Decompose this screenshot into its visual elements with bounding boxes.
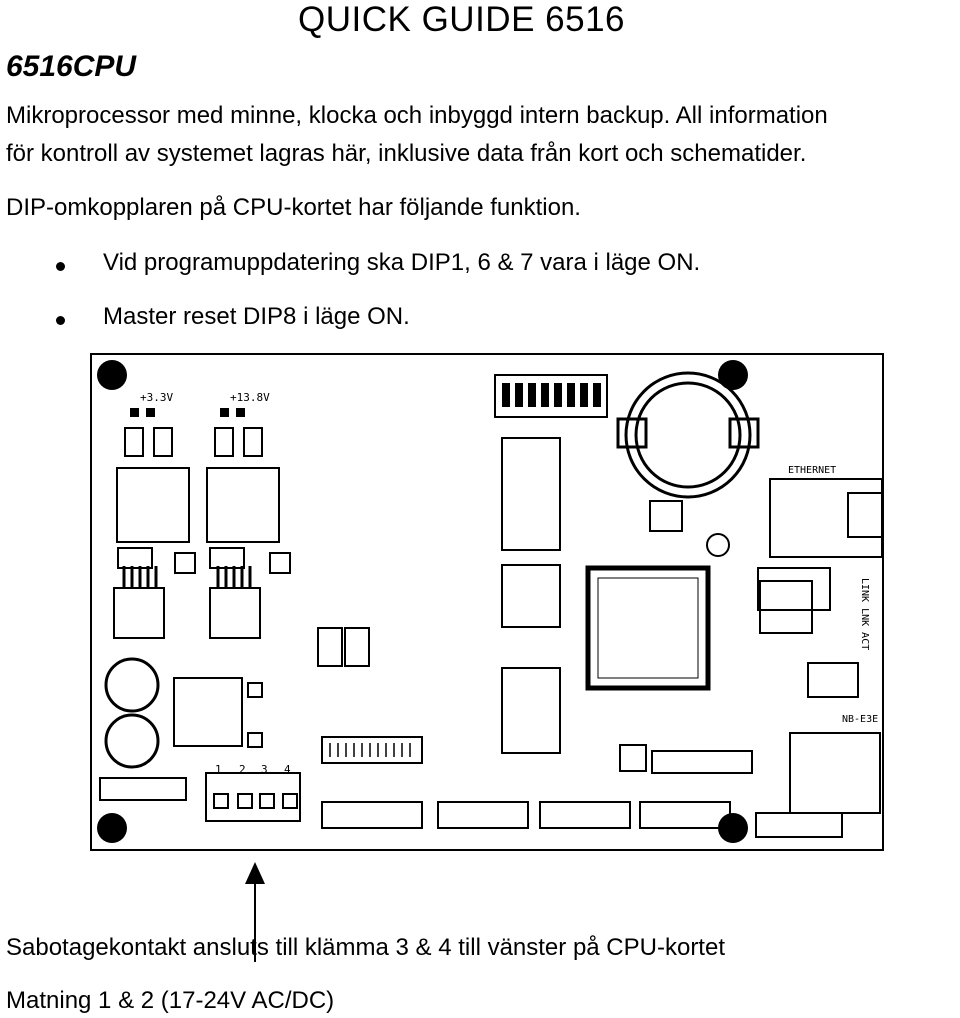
sabotage-note: Sabotagekontakt ansluts till klämma 3 & …	[6, 934, 725, 961]
board-part-number: 0018633-1	[90, 774, 95, 823]
bullet-item-update: Vid programuppdatering ska DIP1, 6 & 7 v…	[103, 249, 701, 276]
label-ethernet: ETHERNET	[788, 465, 836, 476]
label-3v3: +3.3V	[140, 391, 173, 404]
cpu-board-diagram: +3.3V +13.8V	[90, 353, 884, 851]
intro-line-2: för kontroll av systemet lagras här, ink…	[6, 140, 807, 167]
ethernet-connector	[769, 478, 883, 558]
document-subtitle: 6516CPU	[6, 50, 137, 83]
mounting-holes	[97, 360, 748, 843]
terminal-block: 1 2 3 4	[205, 763, 301, 822]
power-note: Matning 1 & 2 (17-24V AC/DC)	[6, 987, 335, 1014]
document-title: QUICK GUIDE 6516	[298, 0, 625, 39]
backup-battery-holder	[616, 371, 760, 499]
bullet-item-reset: Master reset DIP8 i läge ON.	[103, 303, 410, 330]
dip-switch	[494, 374, 608, 418]
label-13v8: +13.8V	[230, 391, 270, 404]
terminal-number: 2	[239, 763, 246, 776]
terminal-number: 1	[215, 763, 222, 776]
board-outline	[90, 353, 884, 851]
bullet-dot	[56, 316, 65, 325]
terminal-number: 4	[284, 763, 291, 776]
label-link-act: LINK LNK ACT	[859, 578, 870, 650]
cpu-chip	[585, 565, 711, 691]
label-nb: NB-E3E	[842, 714, 878, 725]
bullet-dot	[56, 262, 65, 271]
arrow-up-icon	[245, 862, 265, 962]
intro-line-1: Mikroprocessor med minne, klocka och inb…	[6, 102, 828, 129]
dip-intro: DIP-omkopplaren på CPU-kortet har följan…	[6, 194, 581, 221]
terminal-number: 3	[261, 763, 268, 776]
